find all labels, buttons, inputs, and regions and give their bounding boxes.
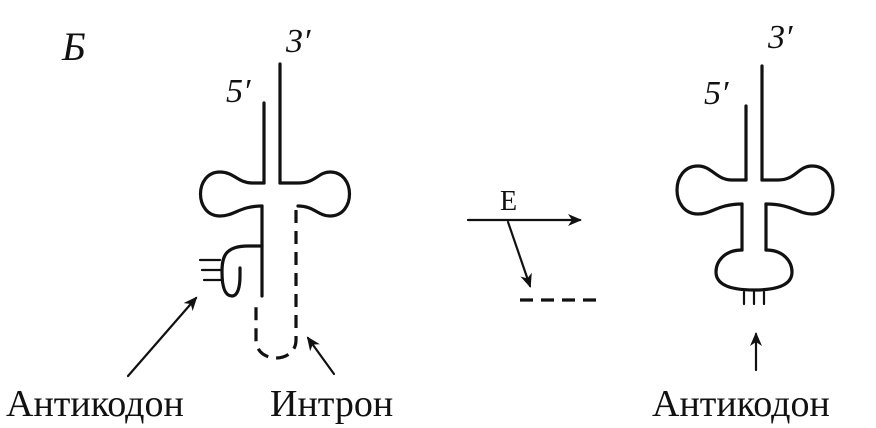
enzyme-label: E	[500, 186, 517, 217]
left-three-prime-label: 3′	[285, 23, 311, 60]
intron-pointer-arrow	[306, 336, 336, 376]
right-t-arm	[760, 164, 835, 216]
left-t-arm	[278, 170, 352, 218]
right-anticodon-label: Антикодон	[652, 383, 830, 425]
right-five-prime-label: 5′	[704, 75, 729, 112]
mature-trna-molecule: 5′ 3′ Антикодон	[652, 19, 835, 425]
right-d-arm	[675, 164, 748, 216]
anticodon-pointer-arrow	[126, 296, 198, 378]
left-anticodon-label: Антикодон	[6, 383, 184, 425]
left-anticodon-arm	[220, 244, 264, 298]
intron-label: Интрон	[270, 383, 393, 425]
panel-label: Б	[61, 24, 86, 69]
right-three-prime-label: 3′	[767, 19, 793, 56]
right-anticodon-loop	[714, 248, 794, 292]
splicing-reaction: E	[466, 186, 604, 302]
pre-trna-molecule: 5′ 3′ Антикодон Интрон	[6, 23, 393, 425]
intron-release-arrow	[506, 220, 532, 288]
left-five-prime-label: 5′	[226, 73, 251, 110]
intron-dashed-segment	[254, 210, 298, 360]
left-d-arm	[198, 170, 266, 218]
